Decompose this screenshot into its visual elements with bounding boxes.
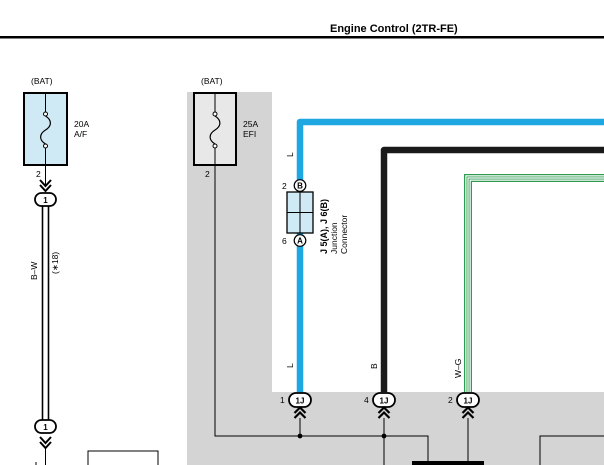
- wire-blue-l: L L: [285, 118, 604, 392]
- junction-line2: Connector: [339, 215, 349, 254]
- fuse-efi-source: (BAT): [201, 76, 223, 86]
- junction-connector: 2 B A 6 J 5(A), J 6(B) Junction Connecto…: [282, 179, 349, 254]
- fuse-af-source: (BAT): [31, 76, 53, 86]
- wire-blue-label-bottom: L: [285, 363, 295, 368]
- svg-text:1J: 1J: [380, 397, 389, 406]
- fuse-af: (BAT) 20A A/F 2: [23, 76, 89, 179]
- wire-blue-label-top: L: [285, 152, 295, 157]
- wire-bw-note: (∗18): [50, 252, 60, 274]
- fuse-af-name: A/F: [74, 129, 87, 139]
- svg-text:1: 1: [43, 423, 48, 432]
- fuse-af-rating: 20A: [74, 119, 89, 129]
- svg-text:1: 1: [280, 395, 285, 405]
- junction-pin-bottom: 6: [282, 236, 287, 246]
- svg-text:4: 4: [364, 395, 369, 405]
- connector-bottom-left: [34, 419, 57, 434]
- wire-efi: [214, 165, 429, 465]
- fuse-efi-rating: 25A: [243, 119, 258, 129]
- fuse-af-pin: 2: [36, 169, 41, 179]
- connector-1j-c: 2 1J: [448, 392, 480, 461]
- wire-bw-label: B–W: [29, 262, 39, 280]
- fuse-efi-name: EFI: [243, 129, 256, 139]
- svg-text:1J: 1J: [296, 397, 305, 406]
- svg-text:1J: 1J: [464, 397, 473, 406]
- svg-text:1: 1: [43, 196, 48, 205]
- connector-top-left: [34, 192, 57, 207]
- junction-pin-top: 2: [282, 181, 287, 191]
- junction-pin-bottom-letter: A: [297, 237, 303, 246]
- page-title: Engine Control (2TR-FE): [330, 23, 458, 35]
- wire-black-b: B: [369, 146, 604, 392]
- svg-text:2: 2: [448, 395, 453, 405]
- connector-1j-a: 1 1J: [280, 392, 312, 436]
- wire-green-wg: W–G: [453, 174, 604, 392]
- wire-bw: 1 B–W (∗18) 1: [29, 165, 159, 465]
- fuse-efi-pin: 2: [205, 169, 210, 179]
- wire-green-label: W–G: [453, 359, 463, 378]
- wire-black-label: B: [369, 363, 379, 369]
- fuse-efi: (BAT) 25A EFI 2: [193, 76, 604, 465]
- header-rule: [0, 36, 604, 39]
- fuse-efi-element-icon: [209, 115, 221, 145]
- fuse-af-element-icon: [40, 115, 51, 145]
- junction-line1: Junction: [329, 222, 339, 254]
- junction-name: J 5(A), J 6(B): [319, 199, 329, 254]
- junction-pin-top-letter: B: [297, 182, 303, 191]
- connector-1j-b: 4 1J: [364, 392, 396, 465]
